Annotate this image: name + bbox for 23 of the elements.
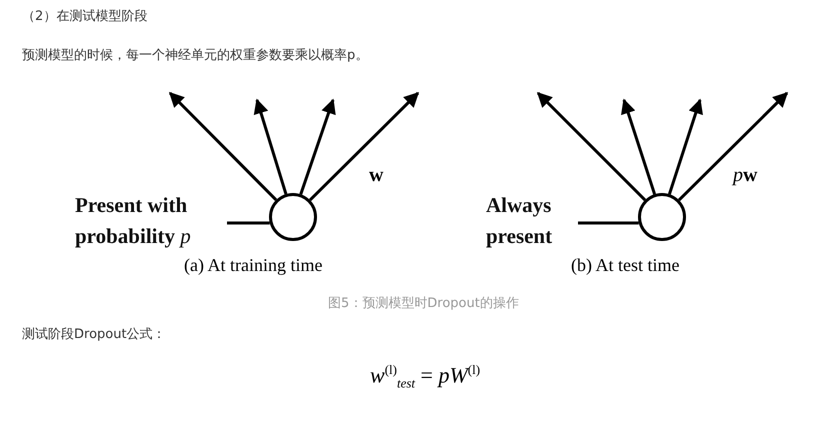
description-text: 预测模型的时候，每一个神经单元的权重参数要乘以概率p。 [22,47,368,64]
arrow [308,92,420,202]
input-line [578,222,639,224]
neuron-circle [269,193,317,241]
arrow [678,92,788,202]
arrow [668,98,703,195]
neuron-circle [638,193,686,241]
input-label: Present with probability p [75,190,225,252]
arrow [621,98,656,195]
input-line [227,222,270,224]
formula-heading: 测试阶段Dropout公式： [22,326,166,343]
heading: （2）在测试模型阶段 [22,8,148,25]
input-label: Always present [486,190,576,252]
arrow [299,98,336,195]
arrow [254,98,288,194]
weight-label: pw [733,164,758,187]
figure-caption: 图5：预测模型时Dropout的操作 [328,295,519,312]
subfigure-caption: (b) At test time [571,255,680,276]
formula: w$^{(l)}$$_{test}$ = pW$^{(l)}$ [370,362,480,392]
arrow [536,92,646,202]
subfigure-caption: (a) At training time [184,255,322,276]
weight-label: w [369,164,384,187]
arrow [168,92,278,202]
